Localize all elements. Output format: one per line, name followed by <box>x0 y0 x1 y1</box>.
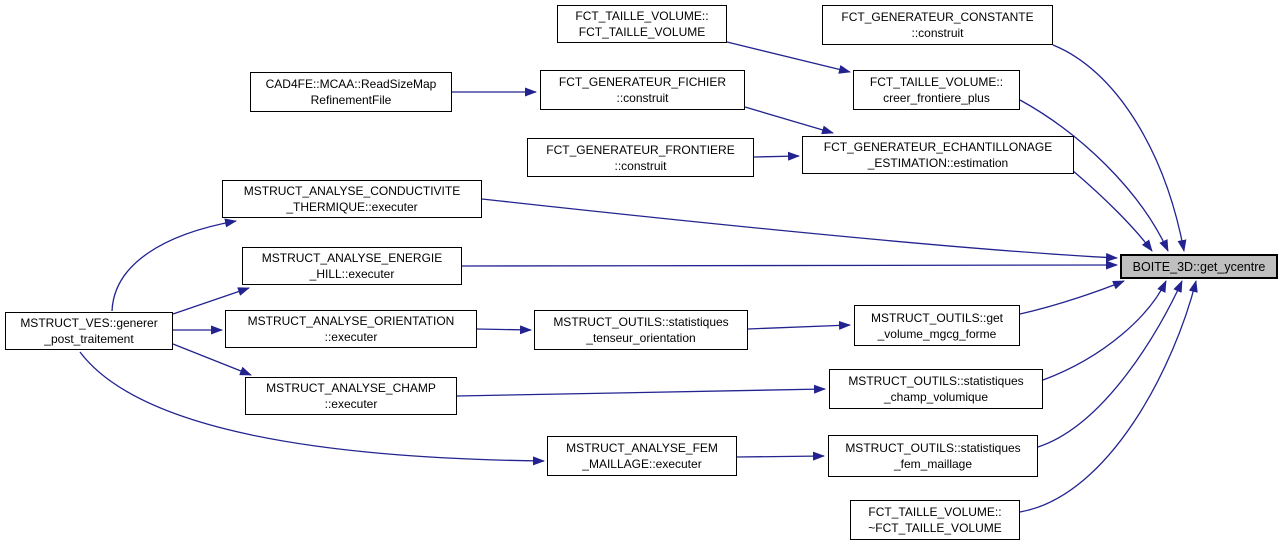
edge-ves-to-conductivite <box>111 218 237 312</box>
node-label-line: MSTRUCT_VES::generer <box>20 316 158 330</box>
node-mstruct-analyse-energie-hill-executer[interactable]: MSTRUCT_ANALYSE_ENERGIE _HILL::executer <box>242 247 462 285</box>
node-label-line: FCT_GENERATEUR_FRONTIERE <box>546 142 735 157</box>
node-label-line: _fem_maillage <box>893 457 973 471</box>
node-label-line: CAD4FE::MCAA::ReadSizeMap <box>265 77 437 91</box>
edge-fem-executer-to-stat-fem <box>736 451 825 461</box>
node-label-line: MSTRUCT_OUTILS::statistiques <box>848 374 1024 388</box>
node-label-line: MSTRUCT_ANALYSE_FEM <box>566 441 718 455</box>
node-label-line: _ESTIMATION::estimation <box>867 156 1009 170</box>
node-label-line: ::construit <box>616 91 669 105</box>
node-label-line: _volume_mgcg_forme <box>877 326 997 341</box>
edge-echantillonage-to-getycentre <box>1071 169 1153 252</box>
node-label-line: MSTRUCT_ANALYSE_CHAMP <box>266 381 436 395</box>
node-label-line: RefinementFile <box>310 93 392 107</box>
edge-stat-tenseur-to-get-volume <box>747 320 851 330</box>
edge-ctor-to-creer-frontiere <box>726 41 851 74</box>
node-boite-3d-get-ycentre: BOITE_3D::get_ycentre <box>1120 254 1278 279</box>
edge-get-volume-to-getycentre <box>1019 280 1125 315</box>
edge-ves-to-champ <box>172 343 252 376</box>
node-label-line: ::executer <box>324 330 378 344</box>
edge-champ-to-stat-champ <box>456 384 826 397</box>
node-label-line: MSTRUCT_ANALYSE_ORIENTATION <box>247 314 455 328</box>
node-label-line: FCT_TAILLE_VOLUME:: <box>868 505 1002 519</box>
node-label-line: MSTRUCT_OUTILS::get <box>870 310 1004 325</box>
node-fct-generateur-frontiere-construit[interactable]: FCT_GENERATEUR_FRONTIERE ::construit <box>527 138 754 177</box>
edge-creer-frontiere-to-getycentre <box>1019 99 1169 252</box>
node-mstruct-outils-statistiques-fem-maillage[interactable]: MSTRUCT_OUTILS::statistiques _fem_mailla… <box>828 435 1038 477</box>
node-label-line: creer_frontiere_plus <box>883 91 990 105</box>
node-label-line: FCT_GENERATEUR_CONSTANTE <box>841 10 1034 24</box>
edge-ves-to-fem-maillage <box>79 351 545 466</box>
edge-fichier-to-echantillonage <box>744 106 834 135</box>
node-fct-generateur-constante-construit[interactable]: FCT_GENERATEUR_CONSTANTE ::construit <box>822 5 1053 45</box>
node-mstruct-outils-get-volume-mgcg-forme[interactable]: MSTRUCT_OUTILS::get _volume_mgcg_forme <box>854 305 1020 346</box>
node-label-line: FCT_TAILLE_VOLUME:: <box>575 9 709 23</box>
node-label-line: _THERMIQUE::executer <box>286 200 418 214</box>
edge-frontiere-to-echantillonage <box>753 151 800 161</box>
node-mstruct-outils-statistiques-tenseur-orientation[interactable]: MSTRUCT_OUTILS::statistiques _tenseur_or… <box>534 310 748 350</box>
node-fct-generateur-fichier-construit[interactable]: FCT_GENERATEUR_FICHIER ::construit <box>540 70 745 110</box>
edge-ves-to-energie-hill <box>172 287 250 315</box>
node-label-line: ::construit <box>911 26 964 40</box>
node-label-line: FCT_GENERATEUR_FICHIER <box>558 75 727 89</box>
node-mstruct-analyse-conductivite-thermique-executer[interactable]: MSTRUCT_ANALYSE_CONDUCTIVITE _THERMIQUE:… <box>222 180 482 218</box>
edge-stat-fem-to-getycentre <box>1037 280 1183 448</box>
node-label-line: _champ_volumique <box>883 390 989 404</box>
node-mstruct-outils-statistiques-champ-volumique[interactable]: MSTRUCT_OUTILS::statistiques _champ_volu… <box>829 369 1043 409</box>
edge-constante-to-getycentre <box>1052 44 1187 252</box>
node-fct-generateur-echantillonage-estimation[interactable]: FCT_GENERATEUR_ECHANTILLONAGE _ESTIMATIO… <box>802 136 1074 174</box>
node-label-line: _HILL::executer <box>309 267 395 281</box>
node-label-line: MSTRUCT_ANALYSE_ENERGIE <box>261 251 443 265</box>
node-mstruct-analyse-champ-executer[interactable]: MSTRUCT_ANALYSE_CHAMP ::executer <box>245 377 457 415</box>
node-fct-taille-volume-dtor[interactable]: FCT_TAILLE_VOLUME:: ~FCT_TAILLE_VOLUME <box>850 500 1020 540</box>
node-label-line: ~FCT_TAILLE_VOLUME <box>868 521 1002 535</box>
edge-stat-champ-to-getycentre <box>1042 280 1167 381</box>
node-label-line: FCT_TAILLE_VOLUME <box>578 25 706 39</box>
node-label-line: BOITE_3D::get_ycentre <box>1132 259 1266 274</box>
edge-dtor-to-getycentre <box>1019 280 1198 513</box>
node-label-line: _tenseur_orientation <box>586 331 696 345</box>
node-label-line: FCT_TAILLE_VOLUME:: <box>869 75 1004 89</box>
node-mstruct-ves-generer-post-traitement[interactable]: MSTRUCT_VES::generer _post_traitement <box>5 312 173 350</box>
node-label-line: FCT_GENERATEUR_ECHANTILLONAGE <box>823 140 1053 154</box>
node-label-line: ::executer <box>324 397 378 411</box>
node-label-line: MSTRUCT_ANALYSE_CONDUCTIVITE <box>243 184 461 198</box>
node-label-line: MSTRUCT_OUTILS::statistiques <box>845 441 1021 455</box>
node-label-line: _MAILLAGE::executer <box>582 457 702 471</box>
node-label-line: MSTRUCT_OUTILS::statistiques <box>553 315 729 329</box>
edge-energie-hill-to-getycentre <box>461 260 1118 270</box>
node-fct-taille-volume-ctor[interactable]: FCT_TAILLE_VOLUME:: FCT_TAILLE_VOLUME <box>557 5 727 43</box>
edge-conductivite-to-getycentre <box>481 198 1118 262</box>
edge-orientation-to-stat-tenseur <box>476 325 532 335</box>
node-cad4fe-readsizemap[interactable]: CAD4FE::MCAA::ReadSizeMap RefinementFile <box>250 72 452 112</box>
node-fct-taille-volume-creer-frontiere-plus[interactable]: FCT_TAILLE_VOLUME:: creer_frontiere_plus <box>853 70 1020 110</box>
node-label-line: _post_traitement <box>44 332 134 346</box>
node-mstruct-analyse-fem-maillage-executer[interactable]: MSTRUCT_ANALYSE_FEM _MAILLAGE::executer <box>547 436 737 476</box>
node-mstruct-analyse-orientation-executer[interactable]: MSTRUCT_ANALYSE_ORIENTATION ::executer <box>225 310 477 348</box>
node-label-line: ::construit <box>614 158 667 173</box>
